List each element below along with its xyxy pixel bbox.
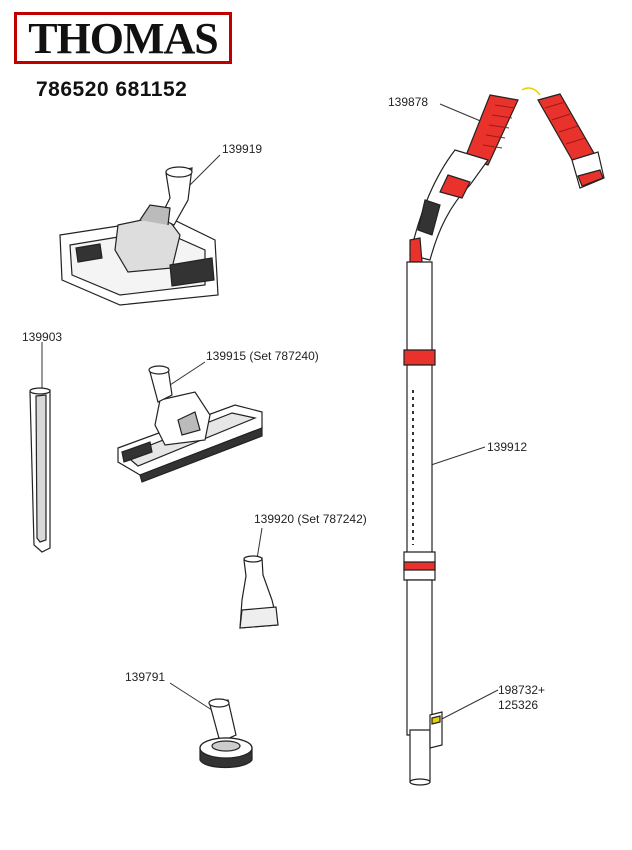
model-numbers: 786520 681152 xyxy=(36,78,188,101)
label-crevice-tool: 139903 xyxy=(22,330,63,344)
parquet-nozzle xyxy=(117,365,263,483)
label-clip: 198732+ 125326 xyxy=(498,683,546,712)
thomas-logo: THOMAS xyxy=(14,12,232,64)
logo-text: THOMAS xyxy=(28,13,219,63)
tube xyxy=(403,149,489,786)
hose xyxy=(464,87,605,189)
dust-brush xyxy=(199,698,253,769)
label-hose: 139878 xyxy=(388,95,429,109)
leader-clip xyxy=(435,689,499,723)
label-parquet-nozzle: 139915 (Set 787240) xyxy=(206,349,319,363)
upholstery-nozzle xyxy=(239,555,279,629)
leader-brush xyxy=(169,682,216,713)
label-tube: 139912 xyxy=(487,440,528,454)
crevice-tool xyxy=(29,387,51,553)
label-dust-brush: 139791 xyxy=(125,670,166,684)
label-upholstery-nozzle: 139920 (Set 787242) xyxy=(254,512,367,526)
floor-nozzle xyxy=(59,166,219,306)
leader-parquet xyxy=(169,361,206,386)
label-floor-nozzle: 139919 xyxy=(222,142,263,156)
